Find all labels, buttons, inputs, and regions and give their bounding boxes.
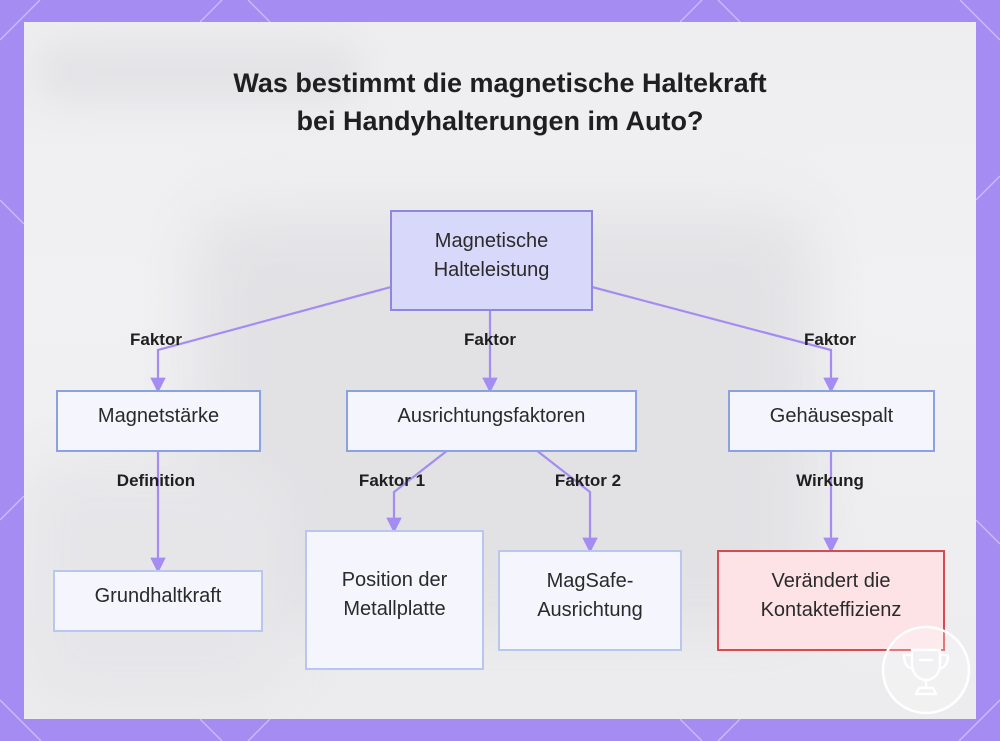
node-label: Magnetstärke (98, 402, 219, 431)
edge-label-ausrichtung-magsafe: Faktor 2 (555, 471, 621, 491)
node-grundhaltkraft: Grundhaltkraft (53, 570, 263, 632)
edge-root-magnetstaerke (158, 287, 391, 390)
node-magnetstaerke: Magnetstärke (56, 390, 261, 452)
node-label: Ausrichtungsfaktoren (398, 402, 586, 431)
node-label: Grundhaltkraft (95, 582, 222, 611)
edge-label-ausrichtung-platte: Faktor 1 (359, 471, 425, 491)
node-ausrichtungsfaktoren: Ausrichtungsfaktoren (346, 390, 637, 452)
edge-label-magnet-grund: Definition (117, 471, 195, 491)
diagram-canvas: Was bestimmt die magnetische Haltekraft … (24, 22, 976, 719)
edge-label-spalt-kontakt: Wirkung (796, 471, 864, 491)
edge-label-root-spalt: Faktor (804, 330, 856, 350)
node-label: Position der Metallplatte (337, 566, 452, 624)
node-label: Verändert die Kontakteffizienz (741, 567, 921, 625)
node-label: Gehäusespalt (770, 402, 893, 431)
edge-ausrichtung-magsafe (536, 450, 590, 550)
node-gehaeusespalt: Gehäusespalt (728, 390, 935, 452)
edge-label-root-ausrichtung: Faktor (464, 330, 516, 350)
edge-root-gehaeusespalt (592, 287, 831, 390)
node-position-der-metallplatte: Position der Metallplatte (305, 530, 484, 670)
node-label: Magnetische Halteleistung (402, 227, 581, 285)
edge-label-root-magnet: Faktor (130, 330, 182, 350)
node-magnetische-halteleistung: Magnetische Halteleistung (390, 210, 593, 311)
node-magsafe-ausrichtung: MagSafe-Ausrichtung (498, 550, 682, 651)
node-label: MagSafe-Ausrichtung (524, 567, 656, 625)
trophy-cup-icon (880, 624, 972, 716)
